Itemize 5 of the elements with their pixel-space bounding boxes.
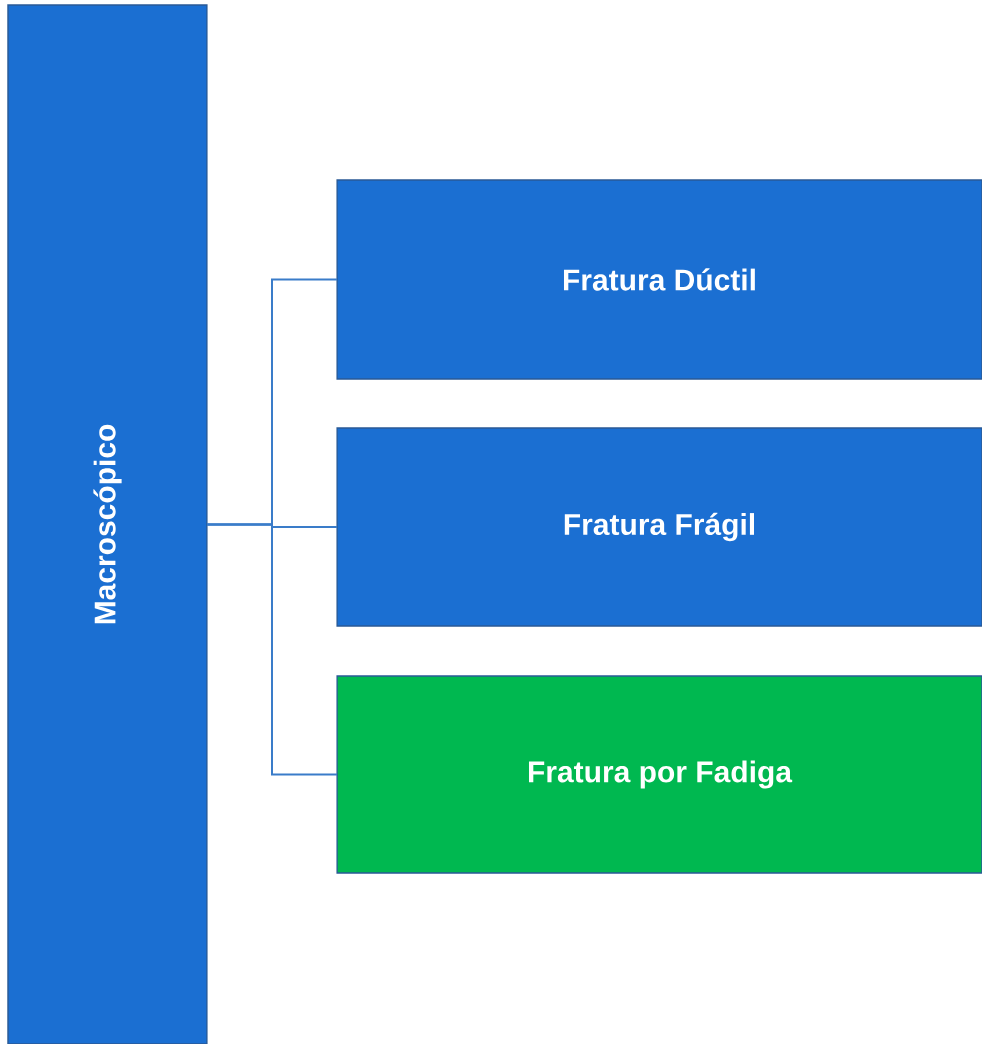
connector-line — [206, 523, 338, 776]
process-box: Fratura Frágil — [336, 427, 982, 627]
process-box: Macroscópico — [7, 4, 208, 1044]
process-box: Fratura Dúctil — [336, 179, 982, 380]
process-box: Fratura por Fadiga — [336, 675, 982, 874]
